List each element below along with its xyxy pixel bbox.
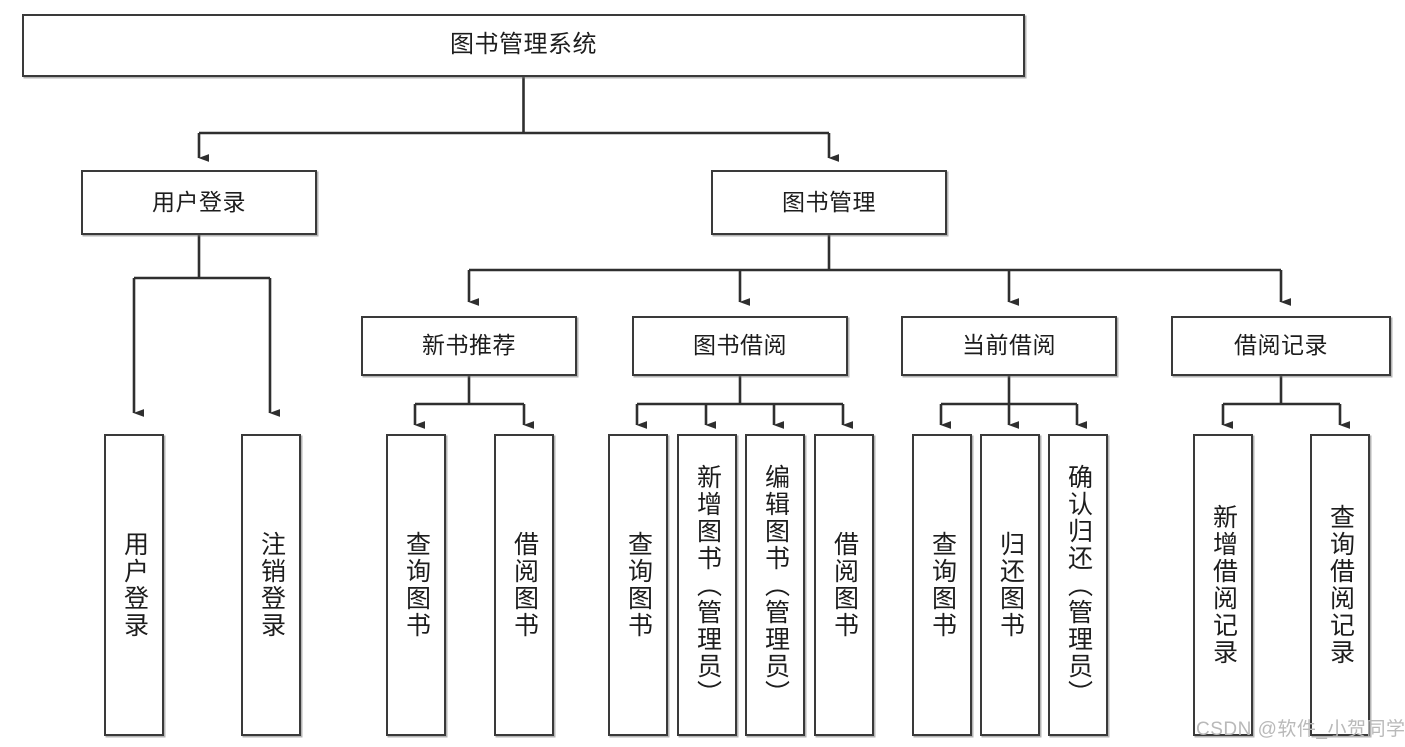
leaf-borrow-record-add-record[interactable]: 新增借阅记录 (1193, 434, 1253, 736)
node-label: 归还图书 (996, 531, 1025, 639)
node-label: 查询借阅记录 (1326, 504, 1355, 666)
leaf-current-borrow-return-book[interactable]: 归还图书 (980, 434, 1040, 736)
node-label: 编辑图书（管理员） (761, 463, 790, 707)
node-book-management[interactable]: 图书管理 (711, 170, 947, 235)
leaf-new-book-query-book[interactable]: 查询图书 (386, 434, 446, 736)
node-label: 图书借阅 (693, 332, 787, 359)
leaf-current-borrow-confirm-return-admin[interactable]: 确认归还（管理员） (1048, 434, 1108, 736)
leaf-borrow-record-query-record[interactable]: 查询借阅记录 (1310, 434, 1370, 736)
leaf-book-borrow-query-book[interactable]: 查询图书 (608, 434, 668, 736)
leaf-user-login-logout[interactable]: 注销登录 (241, 434, 301, 736)
node-label: 注销登录 (257, 531, 286, 639)
node-label: 借阅图书 (830, 531, 859, 639)
leaf-book-borrow-borrow-book[interactable]: 借阅图书 (814, 434, 874, 736)
node-label: 用户登录 (152, 188, 246, 215)
leaf-current-borrow-query-book[interactable]: 查询图书 (912, 434, 972, 736)
node-label: 查询图书 (624, 531, 653, 639)
node-label: 查询图书 (928, 531, 957, 639)
node-label: 新增借阅记录 (1209, 504, 1238, 666)
node-label: 新书推荐 (422, 332, 516, 359)
node-book-borrow[interactable]: 图书借阅 (632, 316, 848, 376)
node-new-book-recommend[interactable]: 新书推荐 (361, 316, 577, 376)
node-label: 借阅图书 (510, 531, 539, 639)
leaf-new-book-borrow-book[interactable]: 借阅图书 (494, 434, 554, 736)
node-label: 用户登录 (120, 531, 149, 639)
node-current-borrow[interactable]: 当前借阅 (901, 316, 1117, 376)
leaf-user-login-login[interactable]: 用户登录 (104, 434, 164, 736)
node-label: 图书管理 (782, 188, 876, 215)
leaf-book-borrow-edit-book-admin[interactable]: 编辑图书（管理员） (745, 434, 805, 736)
node-label: 新增图书（管理员） (693, 463, 722, 707)
node-user-login[interactable]: 用户登录 (81, 170, 317, 235)
node-label: 确认归还（管理员） (1064, 463, 1093, 707)
leaf-book-borrow-add-book-admin[interactable]: 新增图书（管理员） (677, 434, 737, 736)
node-label: 查询图书 (402, 531, 431, 639)
node-label: 当前借阅 (962, 332, 1056, 359)
node-borrow-record[interactable]: 借阅记录 (1171, 316, 1391, 376)
node-label: 借阅记录 (1234, 332, 1328, 359)
node-label: 图书管理系统 (450, 31, 597, 59)
node-root-book-management-system[interactable]: 图书管理系统 (22, 14, 1025, 77)
